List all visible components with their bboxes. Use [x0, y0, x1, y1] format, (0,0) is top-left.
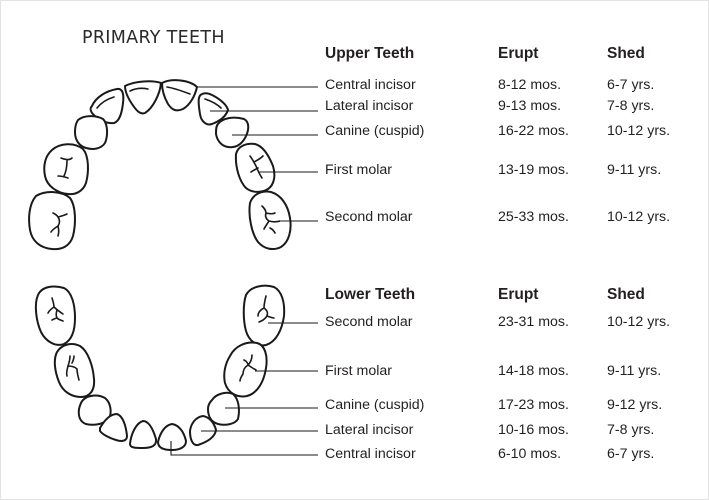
upper-row-erupt: 25-33 mos.: [498, 209, 569, 225]
lower-row-shed: 7-8 yrs.: [607, 422, 655, 438]
lower-row-shed: 9-11 yrs.: [607, 363, 662, 379]
upper-left-second-molar-icon: [28, 191, 76, 251]
upper-row-erupt: 13-19 mos.: [498, 162, 569, 178]
upper-right-canine-icon: [215, 116, 250, 149]
lower-row-name: Second molar: [325, 314, 413, 330]
lower-row-shed: 9-12 yrs.: [607, 397, 663, 413]
lower-right-second-molar-icon: [242, 284, 286, 347]
leader-lines: [170, 86, 318, 456]
lower-row-name: Lateral incisor: [325, 422, 414, 438]
upper-row-shed: 7-8 yrs.: [607, 98, 655, 114]
lower-row-erupt: 14-18 mos.: [498, 363, 569, 379]
upper-right-second-molar-icon: [248, 190, 292, 251]
lower-left-first-molar-icon: [53, 343, 96, 398]
upper-header-erupt: Erupt: [498, 45, 539, 62]
lower-row-erupt: 6-10 mos.: [498, 446, 562, 462]
lower-row-erupt: 23-31 mos.: [498, 314, 569, 330]
lower-arch: [34, 284, 286, 451]
upper-right-central-incisor-icon: [161, 79, 198, 112]
upper-row-name: Lateral incisor: [325, 98, 414, 114]
lower-right-first-molar-icon: [223, 341, 268, 398]
lower-row-erupt: 17-23 mos.: [498, 397, 569, 413]
upper-row-erupt: 9-13 mos.: [498, 98, 562, 114]
upper-left-lateral-incisor-icon: [89, 87, 125, 125]
lower-row-shed: 6-7 yrs.: [607, 446, 655, 462]
upper-header-name: Upper Teeth: [325, 45, 415, 62]
lower-row-name: Canine (cuspid): [325, 397, 425, 413]
upper-right-first-molar-icon: [234, 142, 276, 193]
lower-left-lateral-incisor-icon: [99, 413, 128, 442]
upper-left-canine-icon: [74, 115, 109, 150]
upper-row-name: First molar: [325, 162, 392, 178]
upper-left-central-incisor-icon: [124, 80, 162, 115]
lower-left-central-incisor-icon: [129, 420, 158, 449]
lower-row-shed: 10-12 yrs.: [607, 314, 671, 330]
upper-row-name: Canine (cuspid): [325, 123, 425, 139]
upper-header-shed: Shed: [607, 45, 645, 62]
lower-row-erupt: 10-16 mos.: [498, 422, 569, 438]
upper-row-shed: 9-11 yrs.: [607, 162, 662, 178]
lower-row-name: Central incisor: [325, 446, 416, 462]
upper-row-name: Central incisor: [325, 77, 416, 93]
upper-row-shed: 6-7 yrs.: [607, 77, 655, 93]
upper-row-erupt: 16-22 mos.: [498, 123, 569, 139]
upper-row-erupt: 8-12 mos.: [498, 77, 562, 93]
upper-arch: [28, 79, 292, 251]
lower-left-second-molar-icon: [34, 285, 76, 346]
lower-left-canine-icon: [77, 394, 112, 426]
lower-header-name: Lower Teeth: [325, 286, 416, 303]
lower-header-erupt: Erupt: [498, 286, 539, 303]
lower-header-shed: Shed: [607, 286, 645, 303]
lower-right-central-incisor-icon: [157, 423, 187, 451]
lower-right-canine-icon: [207, 391, 240, 426]
page-title: PRIMARY TEETH: [82, 28, 225, 48]
upper-row-name: Second molar: [325, 209, 413, 225]
upper-row-shed: 10-12 yrs.: [607, 123, 671, 139]
lower-row-name: First molar: [325, 363, 392, 379]
upper-row-shed: 10-12 yrs.: [607, 209, 671, 225]
upper-right-lateral-incisor-icon: [197, 92, 229, 126]
